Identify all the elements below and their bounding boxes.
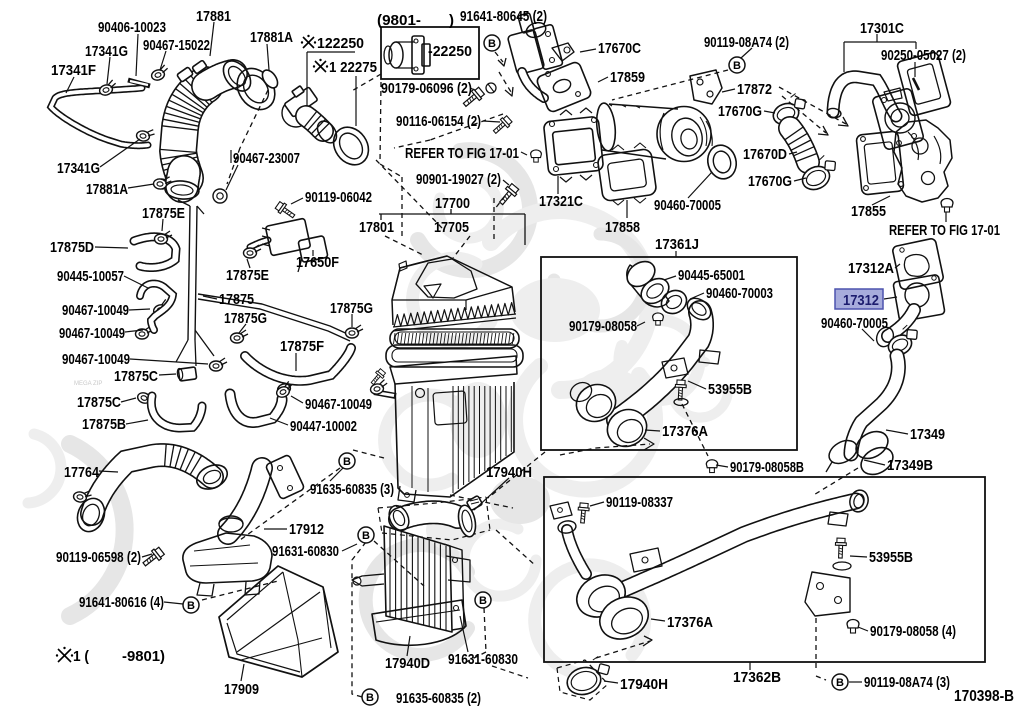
svg-text:17361J: 17361J xyxy=(655,236,699,253)
svg-text:1 22275: 1 22275 xyxy=(329,59,377,76)
svg-text:B: B xyxy=(187,600,195,612)
svg-text:90250-05027 (2): 90250-05027 (2) xyxy=(881,47,966,64)
svg-text:-22250: -22250 xyxy=(428,43,472,60)
svg-text:90467-10049: 90467-10049 xyxy=(305,396,372,413)
svg-text:17301C: 17301C xyxy=(860,20,904,37)
svg-text:90447-10002: 90447-10002 xyxy=(290,418,357,435)
svg-text:17940H: 17940H xyxy=(620,676,668,693)
svg-text:B: B xyxy=(836,677,844,689)
svg-text:17700: 17700 xyxy=(435,195,470,212)
svg-text:17940D: 17940D xyxy=(385,655,430,672)
svg-text:(9801-: (9801- xyxy=(377,12,421,29)
svg-text:17670C: 17670C xyxy=(598,40,641,57)
svg-text:90467-15022: 90467-15022 xyxy=(143,37,210,54)
svg-text:17312: 17312 xyxy=(843,292,879,309)
svg-text:17909: 17909 xyxy=(224,681,259,698)
svg-text:17875: 17875 xyxy=(219,291,254,308)
svg-text:17872: 17872 xyxy=(737,81,772,98)
svg-text:REFER TO FIG 17-01: REFER TO FIG 17-01 xyxy=(889,222,1000,239)
svg-text:90119-08337: 90119-08337 xyxy=(606,494,673,511)
svg-text:90901-19027 (2): 90901-19027 (2) xyxy=(416,171,501,188)
svg-text:90116-06154 (2): 90116-06154 (2) xyxy=(396,113,481,130)
svg-text:MEGA ZIP: MEGA ZIP xyxy=(74,381,102,387)
svg-text:17670G: 17670G xyxy=(718,103,762,120)
svg-text:17764: 17764 xyxy=(64,464,100,481)
svg-text:17855: 17855 xyxy=(851,203,886,220)
svg-text:17875C: 17875C xyxy=(77,394,121,411)
svg-text:91641-80616 (4): 91641-80616 (4) xyxy=(79,594,164,611)
svg-text:REFER TO FIG 17-01: REFER TO FIG 17-01 xyxy=(405,145,519,162)
svg-text:17341G: 17341G xyxy=(57,160,100,177)
svg-text:53955B: 53955B xyxy=(869,549,913,566)
svg-text:90467-10049: 90467-10049 xyxy=(59,325,125,342)
svg-text:90445-10057: 90445-10057 xyxy=(57,268,124,285)
svg-text:90179-08058 (4): 90179-08058 (4) xyxy=(870,623,956,640)
svg-text:90460-70005: 90460-70005 xyxy=(654,197,721,214)
svg-text:90119-08A74 (2): 90119-08A74 (2) xyxy=(704,34,789,51)
svg-text:17875C: 17875C xyxy=(114,368,158,385)
svg-text:17801: 17801 xyxy=(359,219,394,236)
svg-text:90460-70003: 90460-70003 xyxy=(706,285,773,302)
svg-text:): ) xyxy=(449,12,454,29)
svg-text:90467-10049: 90467-10049 xyxy=(62,302,129,319)
svg-text:17341G: 17341G xyxy=(85,43,128,60)
svg-text:17875D: 17875D xyxy=(50,239,94,256)
svg-text:17312A: 17312A xyxy=(848,260,894,277)
svg-text:17881: 17881 xyxy=(196,8,231,25)
svg-text:B: B xyxy=(343,456,351,468)
svg-text:-9801): -9801) xyxy=(122,648,165,665)
svg-text:17875G: 17875G xyxy=(224,310,267,327)
svg-text:17875F: 17875F xyxy=(280,338,324,355)
svg-text:1 (: 1 ( xyxy=(73,648,89,665)
svg-text:90467-10049: 90467-10049 xyxy=(62,351,130,368)
svg-text:17670D: 17670D xyxy=(743,146,787,163)
svg-text:17875E: 17875E xyxy=(226,267,269,284)
svg-text:17670G: 17670G xyxy=(748,173,792,190)
svg-text:17881A: 17881A xyxy=(86,181,128,198)
svg-text:170398-B: 170398-B xyxy=(954,688,1014,705)
svg-text:91631-60830: 91631-60830 xyxy=(272,543,339,560)
svg-text:91635-60835 (2): 91635-60835 (2) xyxy=(396,690,481,707)
svg-text:90119-06042: 90119-06042 xyxy=(305,189,372,206)
svg-text:17362B: 17362B xyxy=(733,669,781,686)
svg-text:17376A: 17376A xyxy=(662,423,708,440)
svg-text:B: B xyxy=(733,60,741,72)
svg-text:90460-70005: 90460-70005 xyxy=(821,315,888,332)
svg-text:B: B xyxy=(488,38,496,50)
svg-text:17875G: 17875G xyxy=(330,300,373,317)
svg-text:91631-60830: 91631-60830 xyxy=(448,651,518,668)
svg-text:90179-06096 (2): 90179-06096 (2) xyxy=(381,80,472,97)
svg-text:17349B: 17349B xyxy=(887,457,933,474)
svg-text:17376A: 17376A xyxy=(667,614,713,631)
svg-text:91641-80645 (2): 91641-80645 (2) xyxy=(460,8,547,25)
svg-text:17875B: 17875B xyxy=(82,416,126,433)
svg-text:17881A: 17881A xyxy=(250,29,293,46)
svg-text:53955B: 53955B xyxy=(708,381,752,398)
svg-text:17858: 17858 xyxy=(605,219,640,236)
svg-text:B: B xyxy=(362,530,370,542)
svg-text:122250: 122250 xyxy=(317,35,364,52)
svg-text:91635-60835 (3): 91635-60835 (3) xyxy=(310,481,394,498)
svg-text:90119-08A74 (3): 90119-08A74 (3) xyxy=(864,674,950,691)
svg-text:17940H: 17940H xyxy=(486,464,532,481)
svg-text:17859: 17859 xyxy=(610,69,645,86)
svg-text:17875E: 17875E xyxy=(142,205,185,222)
svg-text:17321C: 17321C xyxy=(539,193,583,210)
svg-text:90119-06598 (2): 90119-06598 (2) xyxy=(56,549,141,566)
svg-text:90179-08058B: 90179-08058B xyxy=(730,459,804,476)
svg-text:B: B xyxy=(479,595,487,607)
svg-text:17912: 17912 xyxy=(289,521,324,538)
svg-text:17705: 17705 xyxy=(434,219,469,236)
svg-text:17650F: 17650F xyxy=(296,254,339,271)
svg-text:17341F: 17341F xyxy=(51,62,96,79)
svg-text:90445-65001: 90445-65001 xyxy=(678,267,745,284)
svg-text:17349: 17349 xyxy=(910,426,945,443)
svg-text:90406-10023: 90406-10023 xyxy=(98,19,166,36)
svg-text:B: B xyxy=(366,692,374,704)
svg-text:90467-23007: 90467-23007 xyxy=(233,150,300,167)
svg-text:90179-08058: 90179-08058 xyxy=(569,318,637,335)
